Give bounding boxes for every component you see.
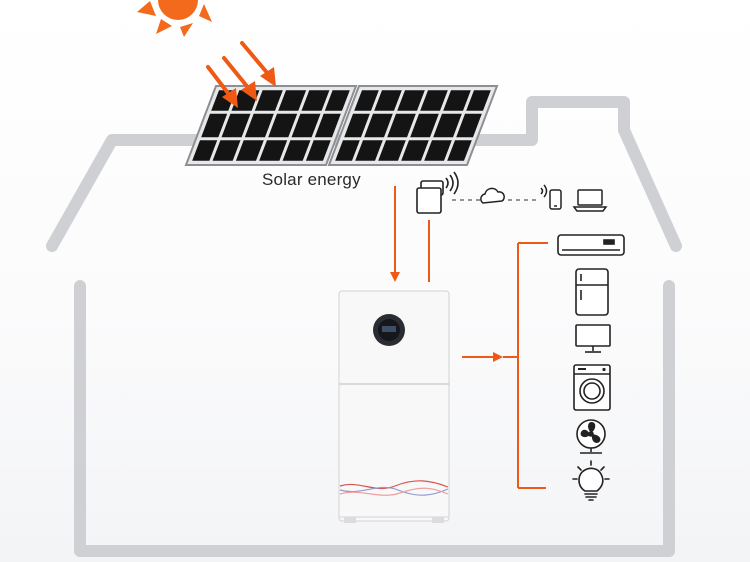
solar-cell [301, 90, 330, 111]
solar-cell [244, 113, 274, 138]
refrigerator-icon [575, 268, 609, 316]
solar-cell [443, 90, 471, 111]
solar-panel-left [184, 85, 358, 166]
solar-cell [282, 140, 311, 161]
solar-cell [192, 140, 218, 161]
solar-cell [291, 113, 321, 138]
solar-cell [401, 140, 429, 161]
solar-cell [324, 90, 350, 111]
solar-cell [456, 113, 482, 138]
solar-cell [447, 140, 472, 161]
solar-cell [364, 113, 393, 138]
solar-cell [354, 90, 379, 111]
solar-cell [259, 140, 288, 161]
solar-cell [374, 90, 402, 111]
solar-energy-label: Solar energy [262, 170, 361, 189]
solar-cell [378, 140, 406, 161]
solar-cell [397, 90, 425, 111]
solar-cell [254, 90, 283, 111]
solar-cell [387, 113, 416, 138]
solar-cell [212, 140, 241, 161]
solar-cell [335, 140, 360, 161]
solar-cell [268, 113, 298, 138]
energy-storage-unit [338, 290, 450, 523]
laptop-icon [572, 189, 608, 212]
solar-cell [278, 90, 307, 111]
solar-cell [420, 90, 448, 111]
solar-cell [235, 140, 264, 161]
smartphone-icon [540, 184, 562, 210]
solar-cell [466, 90, 491, 111]
light-bulb-icon [572, 460, 610, 501]
house-outline [46, 96, 682, 557]
solar-cell [201, 113, 228, 138]
television-icon [575, 324, 611, 353]
flow-arrows [390, 186, 548, 489]
solar-cell [344, 113, 370, 138]
sunlight-arrows-icon [206, 41, 276, 108]
solar-cell [305, 140, 331, 161]
solar-cell [433, 113, 462, 138]
fan-icon [576, 419, 606, 454]
solar-cell [355, 140, 383, 161]
solar-cell [221, 113, 251, 138]
cloud-icon [480, 187, 505, 204]
solar-panel-right [327, 85, 499, 166]
washing-machine-icon [573, 364, 611, 411]
air-conditioner-icon [557, 234, 625, 256]
sun-icon [137, 0, 212, 37]
solar-cell [424, 140, 452, 161]
decorative-waves [339, 480, 449, 496]
wifi-module-icon [416, 171, 459, 214]
solar-cell [410, 113, 439, 138]
solar-cell [314, 113, 341, 138]
